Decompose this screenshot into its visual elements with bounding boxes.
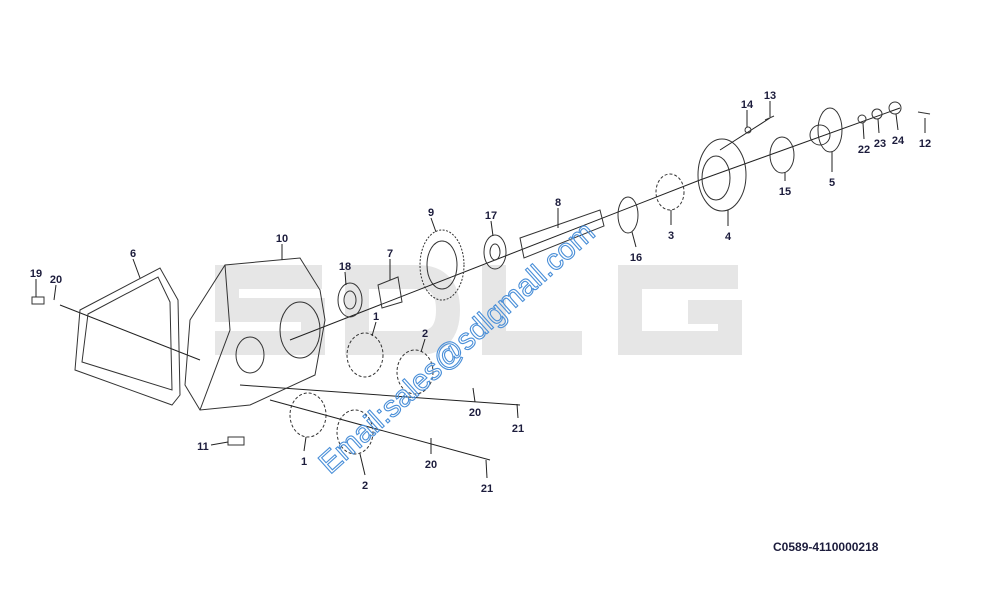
callout-20: 20 bbox=[425, 459, 437, 471]
callout-24: 24 bbox=[892, 135, 905, 147]
leader-lines bbox=[35, 101, 926, 479]
part-carrier-flange bbox=[697, 101, 931, 212]
callout-2: 2 bbox=[362, 480, 368, 492]
callout-20: 20 bbox=[469, 407, 481, 419]
callout-19: 19 bbox=[30, 268, 42, 280]
callout-labels: 14 13 22 23 24 12 5 15 4 3 16 8 17 9 7 1… bbox=[30, 90, 931, 495]
callout-1: 1 bbox=[373, 311, 379, 323]
callout-17: 17 bbox=[485, 210, 497, 222]
part-bearings-gear-shaft bbox=[337, 173, 685, 318]
callout-1: 1 bbox=[301, 456, 307, 468]
drawing-code: C0589-4110000218 bbox=[773, 540, 879, 554]
callout-20: 20 bbox=[50, 274, 62, 286]
callout-11: 11 bbox=[197, 441, 209, 453]
callout-2: 2 bbox=[422, 328, 428, 340]
part-bolts bbox=[31, 115, 775, 446]
part-gasket bbox=[74, 267, 181, 406]
callout-21: 21 bbox=[481, 483, 493, 495]
part-covers bbox=[289, 332, 434, 455]
callout-15: 15 bbox=[779, 186, 791, 198]
callout-21: 21 bbox=[512, 423, 524, 435]
part-housing bbox=[184, 257, 326, 411]
callout-16: 16 bbox=[630, 252, 642, 264]
callout-23: 23 bbox=[874, 138, 886, 150]
callout-22: 22 bbox=[858, 144, 870, 156]
callout-10: 10 bbox=[276, 233, 288, 245]
callout-7: 7 bbox=[387, 248, 393, 260]
callout-3: 3 bbox=[668, 230, 674, 242]
callout-5: 5 bbox=[829, 177, 835, 189]
callout-18: 18 bbox=[339, 261, 351, 273]
callout-8: 8 bbox=[555, 197, 561, 209]
callout-9: 9 bbox=[428, 207, 434, 219]
callout-6: 6 bbox=[130, 248, 136, 260]
callout-13: 13 bbox=[764, 90, 776, 102]
callout-14: 14 bbox=[741, 99, 754, 111]
callout-4: 4 bbox=[725, 231, 732, 243]
callout-12: 12 bbox=[919, 138, 931, 150]
